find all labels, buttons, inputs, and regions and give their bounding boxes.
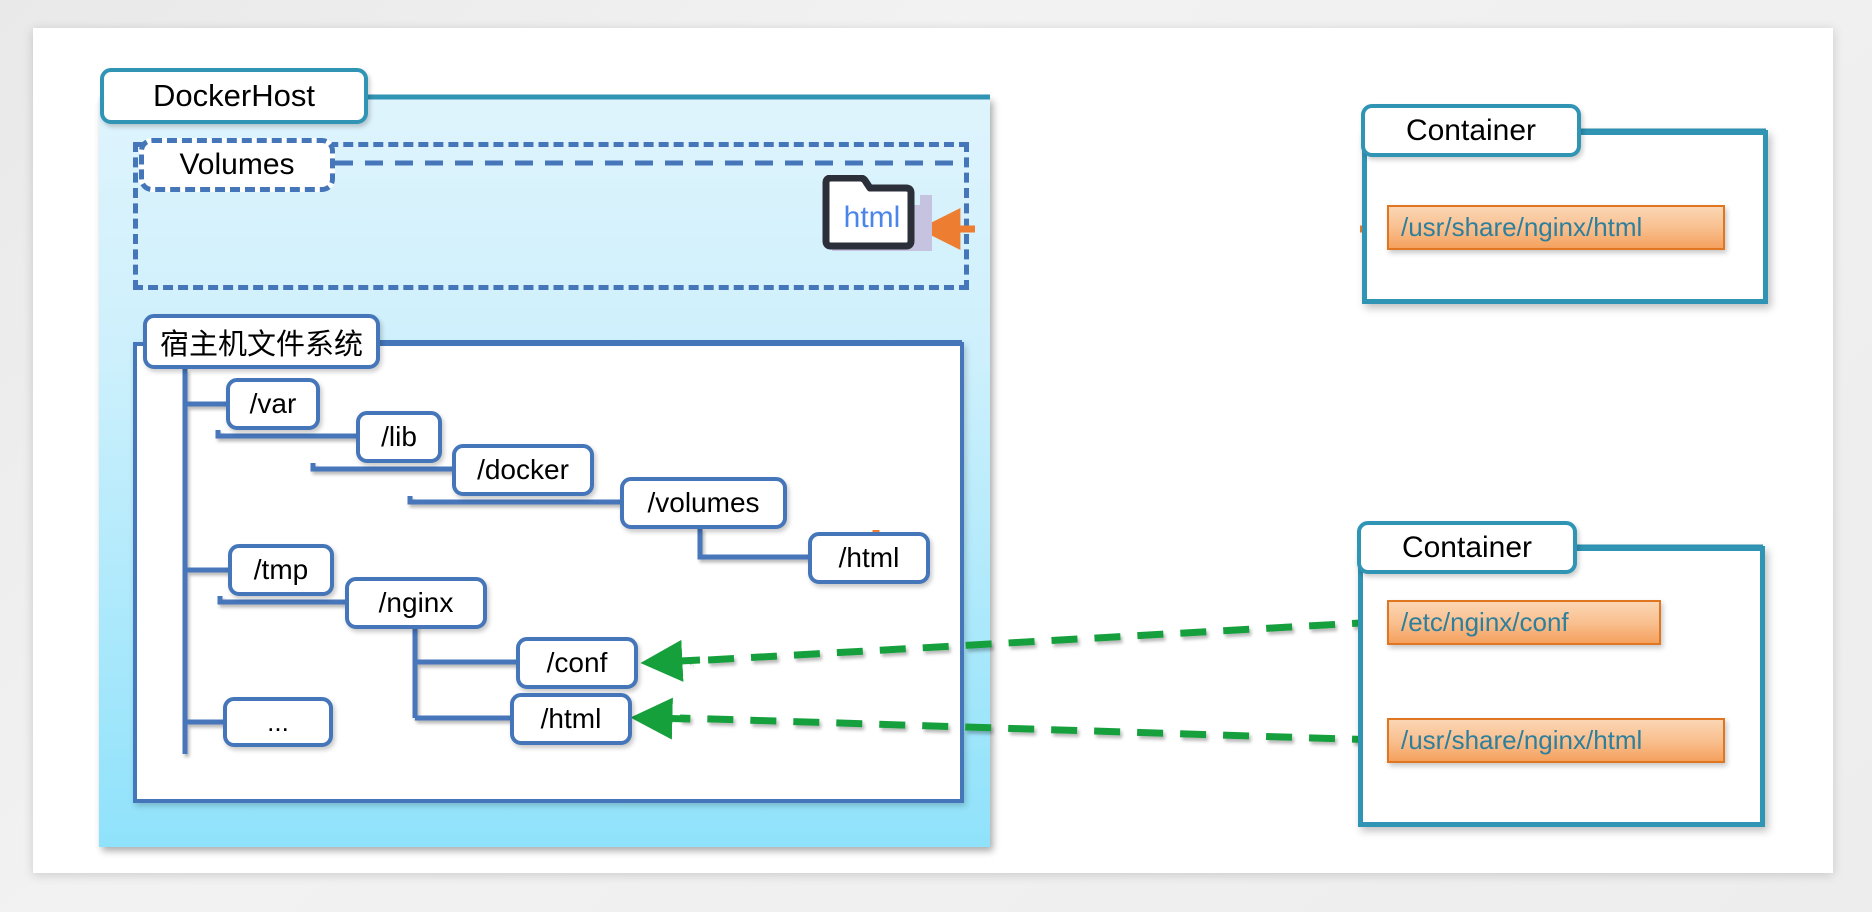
volumes-label-text: Volumes xyxy=(179,148,295,181)
container-2-mount-html-path: /usr/share/nginx/html xyxy=(1401,725,1643,755)
fs-node-nginx[interactable]: /nginx xyxy=(345,577,487,629)
fs-node-docker-label: /docker xyxy=(477,454,569,485)
container-1-mount-usr-share-nginx-html[interactable]: /usr/share/nginx/html xyxy=(1387,205,1725,250)
container-2-label-text: Container xyxy=(1401,530,1533,564)
host-filesystem-label: 宿主机文件系统 xyxy=(143,314,380,369)
fs-node-ellipsis-label: ... xyxy=(267,706,289,737)
fs-node-conf-label: /conf xyxy=(546,647,608,678)
fs-node-conf[interactable]: /conf xyxy=(516,637,638,689)
container-1-label: Container xyxy=(1361,104,1581,157)
fs-node-nginx-label: /nginx xyxy=(378,587,454,618)
fs-node-lib-label: /lib xyxy=(381,421,417,452)
fs-node-volumes-html[interactable]: /html xyxy=(808,532,930,584)
fs-node-nginx-html[interactable]: /html xyxy=(510,693,632,745)
container-2-label: Container xyxy=(1357,521,1577,574)
docker-host-label: DockerHost xyxy=(100,68,368,124)
fs-node-ellipsis[interactable]: ... xyxy=(223,697,333,747)
container-1-mount-path: /usr/share/nginx/html xyxy=(1401,212,1643,242)
container-1-label-text: Container xyxy=(1405,113,1537,147)
container-2-mount-conf-path: /etc/nginx/conf xyxy=(1401,607,1569,637)
volumes-region xyxy=(133,142,969,290)
fs-node-docker[interactable]: /docker xyxy=(452,444,594,496)
folder-icon-glyph xyxy=(822,174,932,251)
fs-node-volumes[interactable]: /volumes xyxy=(620,477,787,529)
fs-node-tmp[interactable]: /tmp xyxy=(228,544,334,596)
volumes-label: Volumes xyxy=(139,138,335,192)
folder-icon[interactable]: html xyxy=(820,174,942,260)
fs-node-var-label: /var xyxy=(249,388,297,419)
container-2-box xyxy=(1358,546,1765,827)
fs-node-volumes-html-label: /html xyxy=(838,542,900,573)
fs-node-nginx-html-label: /html xyxy=(540,703,602,734)
container-2-mount-etc-nginx-conf[interactable]: /etc/nginx/conf xyxy=(1387,600,1661,645)
fs-node-volumes-label: /volumes xyxy=(647,487,760,518)
container-2-mount-usr-share-nginx-html[interactable]: /usr/share/nginx/html xyxy=(1387,718,1725,763)
fs-node-lib[interactable]: /lib xyxy=(356,411,442,463)
docker-host-label-text: DockerHost xyxy=(153,78,315,113)
fs-node-var[interactable]: /var xyxy=(226,378,320,430)
fs-node-tmp-label: /tmp xyxy=(253,554,309,585)
host-filesystem-label-text: 宿主机文件系统 xyxy=(159,328,363,361)
